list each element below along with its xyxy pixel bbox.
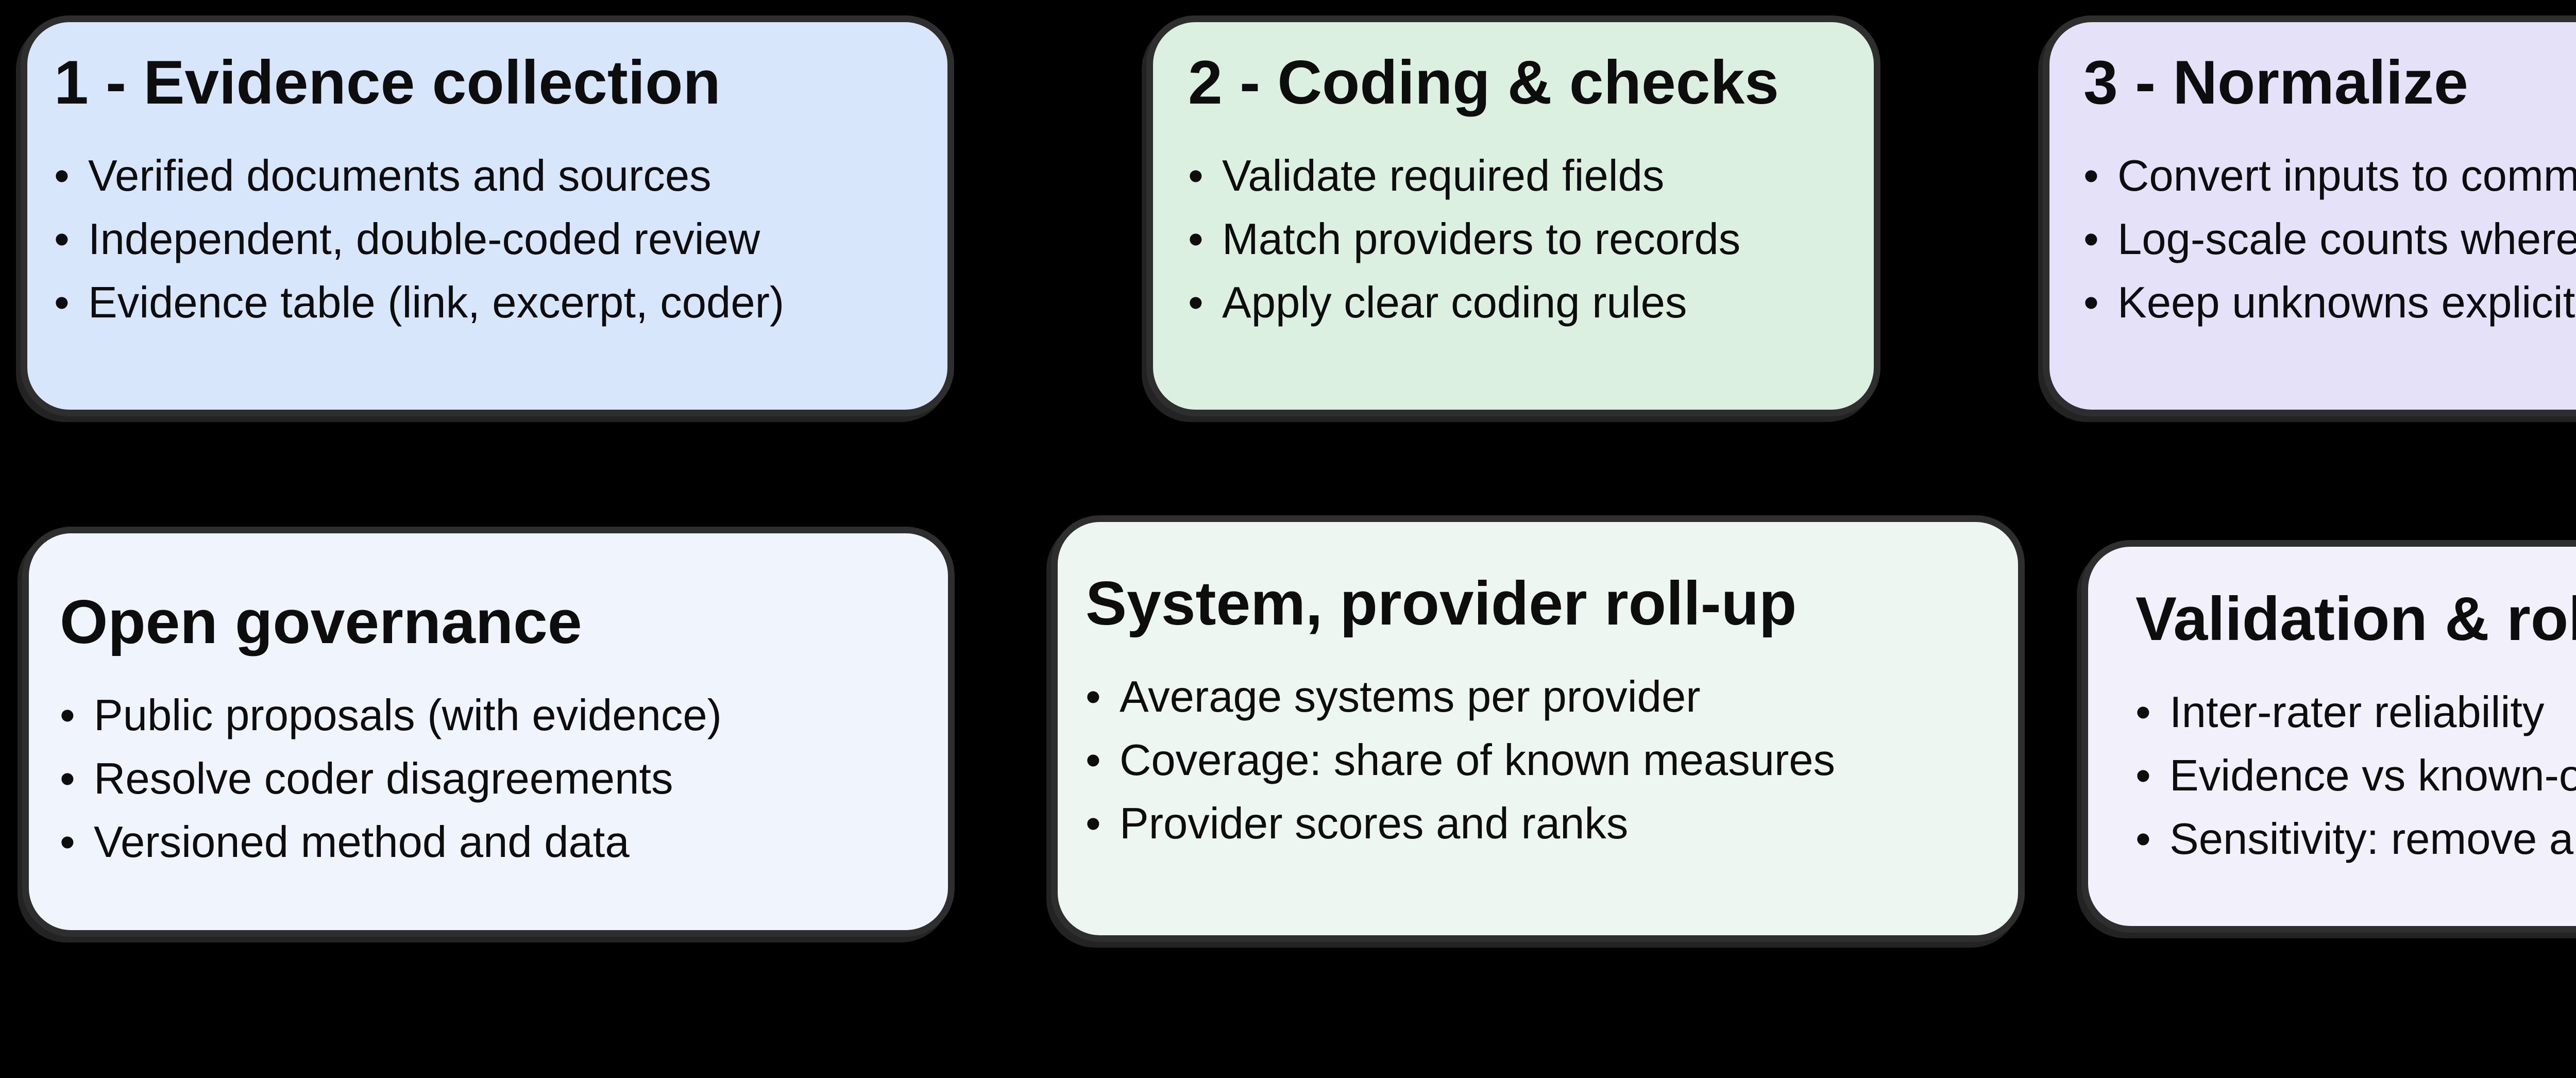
bullet-item: • Evidence vs known-only comparison — [2136, 744, 2576, 807]
bullet-text: Validate required fields — [1222, 151, 1665, 200]
bullet-dot: • — [2136, 688, 2151, 737]
bullet-item: • Inter-rater reliability — [2136, 681, 2576, 744]
bullet-text: Versioned method and data — [94, 818, 630, 867]
bullet-text: Inter-rater reliability — [2170, 688, 2545, 737]
bullet-dot: • — [2083, 215, 2099, 264]
card-normalize: 3 - Normalize • Convert inputs to common… — [2043, 15, 2576, 416]
bullet-item: • Keep unknowns explicit — [2083, 271, 2576, 334]
bullet-dot: • — [1086, 799, 1101, 848]
bullet-text: Keep unknowns explicit — [2117, 278, 2575, 327]
card-evidence-collection: 1 - Evidence collection • Verified docum… — [21, 15, 954, 416]
card-title: Open governance — [60, 587, 582, 656]
bullet-dot: • — [2136, 751, 2151, 800]
bullet-text: Evidence vs known-only comparison — [2170, 751, 2576, 800]
bullet-text: Resolve coder disagreements — [94, 754, 673, 803]
bullet-dot: • — [2136, 815, 2151, 864]
bullet-item: • Evidence table (link, excerpt, coder) — [54, 271, 932, 334]
bullet-item: • Apply clear coding rules — [1188, 271, 1858, 334]
bullet-item: • Independent, double-coded review — [54, 208, 932, 271]
bullet-dot: • — [1188, 278, 1204, 327]
bullet-text: Apply clear coding rules — [1222, 278, 1687, 327]
bullet-dot: • — [1086, 672, 1101, 721]
card-validation-robustness: Validation & robustness • Inter-rater re… — [2081, 540, 2576, 933]
bullet-item: • Validate required fields — [1188, 144, 1858, 208]
bullet-item: • Public proposals (with evidence) — [60, 684, 933, 747]
card-title: System, provider roll-up — [1086, 569, 1797, 638]
bullet-item: • Provider scores and ranks — [1086, 792, 2003, 855]
bullet-item: • Average systems per provider — [1086, 665, 2003, 729]
bullet-text: Average systems per provider — [1120, 672, 1701, 721]
bullet-text: Evidence table (link, excerpt, coder) — [88, 278, 785, 327]
bullet-dot: • — [1188, 151, 1204, 200]
bullet-item: • Sensitivity: remove a pillar — [2136, 807, 2576, 871]
bullet-text: Coverage: share of known measures — [1120, 736, 1836, 785]
card-coding-checks: 2 - Coding & checks • Validate required … — [1146, 15, 1880, 416]
bullet-dot: • — [60, 754, 75, 803]
bullet-item: • Convert inputs to common scales — [2083, 144, 2576, 208]
bullet-item: • Match providers to records — [1188, 208, 1858, 271]
bullet-dot: • — [54, 151, 70, 200]
card-open-governance: Open governance • Public proposals (with… — [22, 527, 955, 937]
bullet-item: • Verified documents and sources — [54, 144, 932, 208]
bullet-text: Convert inputs to common scales — [2117, 151, 2576, 200]
bullet-text: Public proposals (with evidence) — [94, 691, 722, 740]
bullet-dot: • — [54, 215, 70, 264]
bullet-text: Match providers to records — [1222, 215, 1741, 264]
bullet-dot: • — [1188, 215, 1204, 264]
card-title: 1 - Evidence collection — [54, 48, 721, 117]
bullet-text: Sensitivity: remove a pillar — [2170, 815, 2576, 864]
card-system-provider-roll-up: System, provider roll-up • Average syste… — [1051, 515, 2025, 942]
bullet-item: • Coverage: share of known measures — [1086, 729, 2003, 792]
bullet-text: Provider scores and ranks — [1120, 799, 1629, 848]
bullet-item: • Versioned method and data — [60, 811, 933, 874]
bullet-text: Independent, double-coded review — [88, 215, 760, 264]
bullet-text: Verified documents and sources — [88, 151, 711, 200]
bullet-dot: • — [2083, 278, 2099, 327]
card-title: 2 - Coding & checks — [1188, 48, 1779, 117]
card-title: Validation & robustness — [2136, 584, 2576, 653]
bullet-item: • Log-scale counts where needed — [2083, 208, 2576, 271]
bullet-dot: • — [54, 278, 70, 327]
bullet-dot: • — [2083, 151, 2099, 200]
bullet-item: • Resolve coder disagreements — [60, 747, 933, 811]
bullet-dot: • — [60, 691, 75, 740]
bullet-dot: • — [60, 818, 75, 867]
card-title: 3 - Normalize — [2083, 48, 2468, 117]
bullet-dot: • — [1086, 736, 1101, 785]
bullet-text: Log-scale counts where needed — [2117, 215, 2576, 264]
